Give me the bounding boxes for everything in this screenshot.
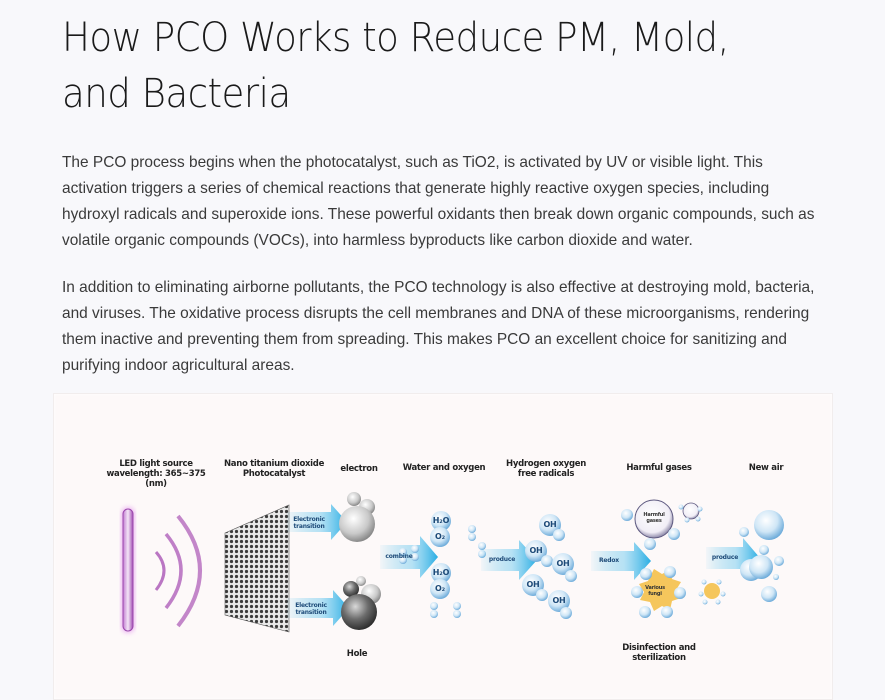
molecule-oh-4: OH <box>526 580 540 589</box>
header-tio2-photocatalyst: Nano titanium dioxide Photocatalyst <box>223 459 325 479</box>
molecule-h2o-bottom: H₂O <box>432 568 450 577</box>
arrow-produce-1-icon <box>481 540 537 580</box>
header-led-light-source: LED light source wavelength: 365~375 (nm… <box>106 459 206 489</box>
arrow-electronic-transition-bottom-icon <box>287 590 349 626</box>
tio2-photocatalyst-panel-icon <box>224 504 290 633</box>
label-electronic-transition-bottom: Electronic transition <box>295 602 327 616</box>
label-various-fungi: Various fungi <box>645 585 665 597</box>
harmful-gases-icon <box>621 499 703 550</box>
article-paragraph-1: The PCO process begins when the photocat… <box>62 154 815 249</box>
molecule-oh-5: OH <box>552 596 566 605</box>
molecule-oh-3: OH <box>556 559 570 568</box>
header-new-air: New air <box>748 463 784 473</box>
label-produce-1: produce <box>488 556 516 563</box>
molecule-h2o-top: H₂O <box>432 516 450 525</box>
arrow-redox-icon <box>591 542 651 580</box>
hole-spheres-icon <box>341 576 381 630</box>
pco-process-diagram: LED light source wavelength: 365~375 (nm… <box>53 393 833 700</box>
arrow-combine-icon <box>380 536 438 578</box>
electron-spheres-icon <box>339 492 375 542</box>
molecule-oh-1: OH <box>543 520 557 529</box>
diagram-graphics <box>121 492 784 633</box>
new-air-bubbles-icon <box>739 510 784 602</box>
label-harmful-gases-bubble: Harmful gases <box>643 512 665 524</box>
molecule-oh-2: OH <box>529 546 543 555</box>
molecule-o2-top: O₂ <box>435 532 445 541</box>
footer-hole: Hole <box>346 649 368 659</box>
label-combine: combine <box>385 553 413 560</box>
led-light-icon <box>121 507 202 633</box>
footer-disinfection: Disinfection and sterilization <box>622 643 696 663</box>
label-redox: Redox <box>599 557 619 564</box>
article-paragraph-2: In addition to eliminating airborne poll… <box>62 279 815 374</box>
label-electronic-transition-top: Electronic transition <box>293 516 325 530</box>
arrow-electronic-transition-top-icon <box>287 504 347 540</box>
header-free-radicals: Hydrogen oxygen free radicals <box>506 459 586 479</box>
water-oxygen-molecules-icon <box>399 511 486 618</box>
molecule-o2-bottom: O₂ <box>435 584 445 593</box>
page-title: How PCO Works to Reduce PM, Mold, and Ba… <box>62 15 729 117</box>
header-water-oxygen: Water and oxygen <box>402 463 486 473</box>
header-electron: electron <box>340 464 378 474</box>
various-fungi-icon <box>631 566 726 618</box>
hydroxyl-radicals-icon <box>522 514 577 619</box>
label-produce-2: produce <box>711 554 739 561</box>
header-harmful-gases: Harmful gases <box>626 463 692 473</box>
